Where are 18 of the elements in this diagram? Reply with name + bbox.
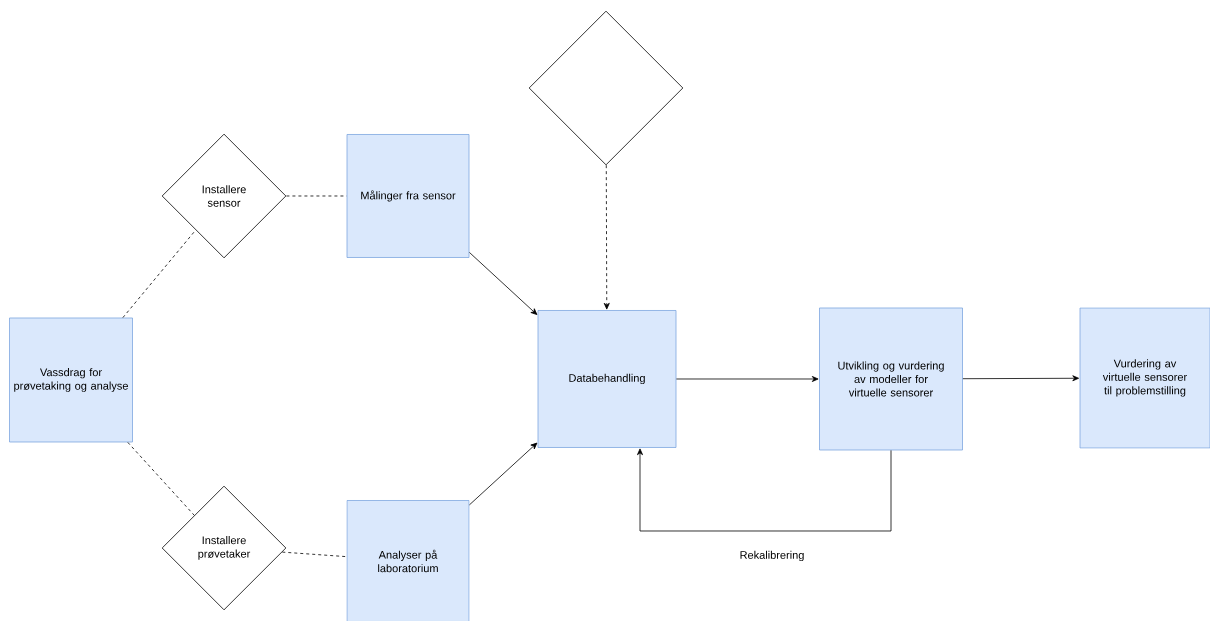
arrow (676, 376, 819, 382)
arrow (603, 164, 610, 310)
decision-diamond (528, 10, 684, 166)
arrow (469, 252, 538, 315)
arrow (637, 448, 892, 532)
process-box: Vassdrag for prøvetaking og analyse (9, 317, 133, 443)
process-box: Databehandling (537, 310, 677, 448)
arrow (469, 442, 538, 506)
dashed-line (281, 551, 347, 558)
dashed-line (127, 442, 195, 516)
process-box: Utvikling og vurdering av modeller for virtuelle sensorer (819, 307, 963, 451)
dashed-line (286, 195, 347, 197)
arrow (962, 375, 1079, 382)
process-box: Analyser på laboratorium (346, 500, 470, 621)
process-box: Målinger fra sensor (346, 134, 470, 258)
dashed-line (122, 229, 197, 318)
edge-label: Rekalibrering (737, 548, 807, 564)
process-box: Vurdering av virtuelle sensorer til problemstilling (1079, 307, 1210, 449)
